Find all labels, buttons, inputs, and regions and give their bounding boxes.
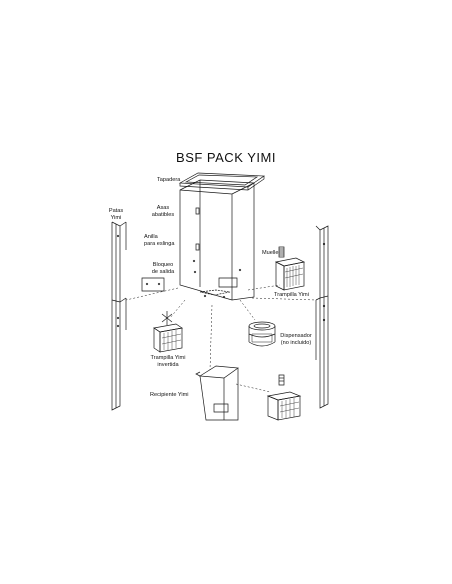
diagram-title: BSF PACK YIMI: [176, 150, 276, 165]
dispenser-part: [249, 322, 275, 346]
trap-door-part: [276, 258, 304, 290]
right-leg: [316, 226, 328, 408]
label-asas-line1: Asas: [156, 205, 170, 211]
label-trampilla-inv-line2: invertida: [157, 362, 179, 368]
label-recipiente: Recipiente Yimi: [150, 392, 189, 398]
label-anilla-line2: para eslinga: [144, 241, 175, 247]
exit-lock-plate: [142, 278, 164, 291]
label-trampilla-inv-line1: Trampilla Yimi: [150, 355, 186, 361]
label-anilla: Anilla para eslinga: [144, 234, 174, 248]
label-dispensador: Dispensador (no incluido): [276, 333, 316, 347]
label-trampilla: Trampilla Yimi: [274, 292, 309, 298]
label-dispensador-line1: Dispensador: [280, 333, 312, 339]
label-dispensador-line2: (no incluido): [280, 340, 312, 346]
container-part: [196, 366, 238, 420]
label-bloqueo-line1: Bloqueo: [152, 262, 174, 268]
inverted-trap-door-part: [154, 311, 182, 352]
spring-part: [279, 247, 284, 257]
label-patas-line1: Patas: [108, 208, 124, 214]
left-leg: [112, 222, 126, 410]
label-tapadera: Tapadera: [157, 177, 181, 183]
label-bloqueo-line2: de salida: [151, 269, 175, 275]
label-asas: Asas abatibles: [146, 205, 180, 219]
main-box: [180, 180, 254, 300]
label-trampilla-invertida: Trampilla Yimi invertida: [140, 355, 196, 369]
label-asas-line2: abatibles: [151, 212, 175, 218]
label-bloqueo: Bloqueo de salida: [146, 262, 180, 276]
assembly-lines: [126, 285, 316, 392]
label-anilla-line1: Anilla: [144, 234, 158, 240]
label-patas-line2: Yimi: [110, 215, 122, 221]
label-patas: Patas Yimi: [104, 208, 128, 222]
lid-part: [180, 173, 264, 190]
label-muelle: Muelle: [262, 250, 279, 256]
trap-door-lower-part: [268, 375, 300, 420]
